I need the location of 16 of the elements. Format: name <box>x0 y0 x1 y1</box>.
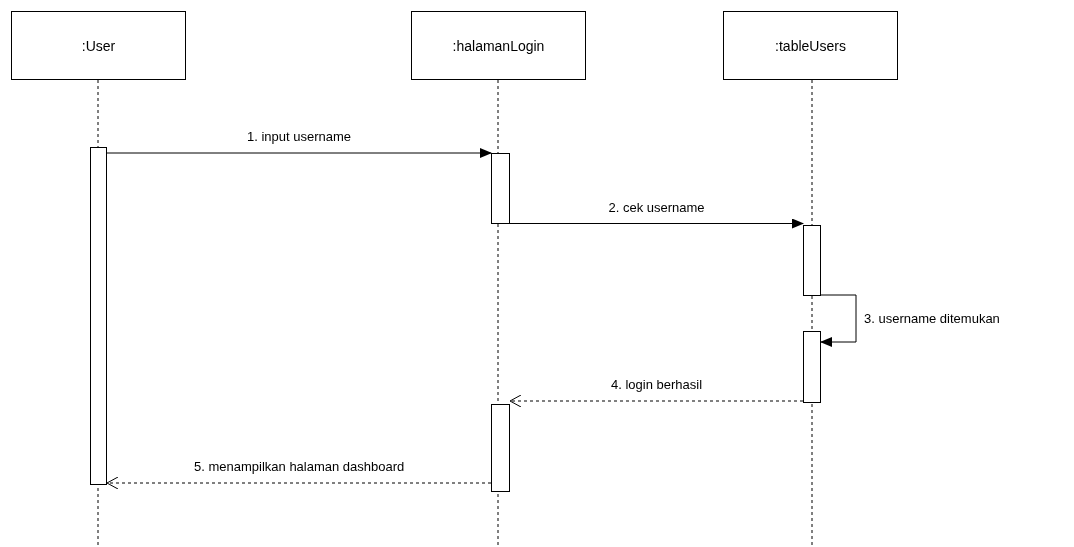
message-arrow <box>820 294 857 347</box>
message-arrow <box>509 218 804 229</box>
activation-bar <box>90 147 107 485</box>
lifeline-head-box: :halamanLogin <box>411 11 586 80</box>
lifeline-head-box: :User <box>11 11 186 80</box>
return-message-arrow <box>106 476 492 490</box>
edge-label: 1. input username <box>245 129 354 144</box>
lifeline-head-box: :tableUsers <box>723 11 898 80</box>
activation-bar <box>803 225 821 296</box>
edge-label: 4. login berhasil <box>609 377 705 392</box>
activation-bar <box>803 331 821 403</box>
message-arrow <box>106 148 492 158</box>
return-message-arrow <box>509 394 804 408</box>
edge-label: 5. menampilkan halaman dashboard <box>192 459 407 474</box>
activation-bar <box>491 153 510 224</box>
activation-bar <box>491 404 510 492</box>
